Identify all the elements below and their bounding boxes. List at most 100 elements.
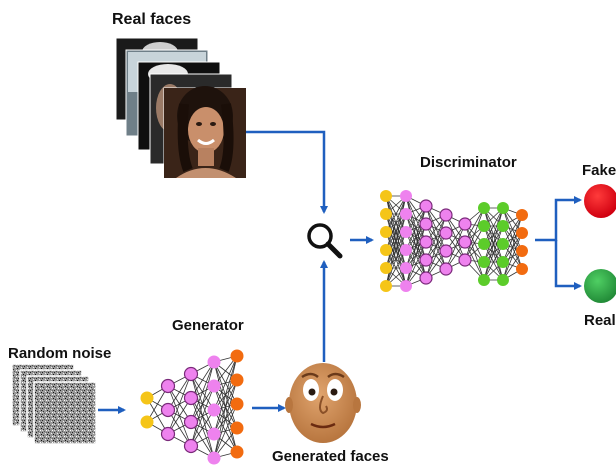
network-node	[380, 262, 392, 274]
network-edge	[213, 355, 238, 411]
network-edge	[425, 214, 447, 261]
network-node	[183, 390, 199, 406]
magnifier-icon	[307, 223, 343, 259]
network-edge	[483, 225, 504, 281]
network-node	[516, 245, 528, 257]
network-edge	[483, 243, 504, 281]
network-edge	[405, 205, 427, 269]
network-edge	[483, 207, 504, 281]
network-edge	[405, 241, 427, 287]
network-edge	[405, 223, 427, 287]
real-label: Real	[584, 312, 616, 329]
network-node	[419, 235, 433, 249]
network-node	[516, 227, 528, 239]
network-node	[419, 271, 433, 285]
network-edge	[385, 195, 407, 233]
fake-label: Fake	[582, 162, 616, 179]
network-node	[400, 280, 412, 292]
network-node	[207, 355, 221, 369]
network-edge	[425, 232, 447, 279]
network-node	[380, 280, 392, 292]
network-edge	[190, 385, 215, 447]
network-edge	[167, 373, 192, 435]
network-node	[400, 208, 412, 220]
network-node	[497, 274, 509, 286]
network-node	[478, 202, 490, 214]
network-node	[497, 220, 509, 232]
network-edge	[502, 214, 523, 281]
network-edge	[190, 361, 215, 423]
arrow-to-fake	[535, 196, 582, 242]
network-node	[458, 217, 472, 231]
network-node	[400, 226, 412, 238]
network-node	[160, 378, 176, 394]
network-node	[230, 397, 244, 411]
network-node	[516, 209, 528, 221]
network-node	[497, 238, 509, 250]
network-node	[400, 262, 412, 274]
generator-label: Generator	[172, 317, 244, 334]
generated-faces-label: Generated faces	[272, 448, 389, 465]
real-faces-label: Real faces	[112, 11, 192, 28]
network-edge	[483, 207, 504, 263]
network-node	[439, 244, 453, 258]
network-node	[516, 263, 528, 275]
network-node	[140, 391, 154, 405]
network-node	[183, 366, 199, 382]
network-node	[380, 208, 392, 220]
neural-network-discriminator	[380, 190, 528, 292]
network-node	[419, 199, 433, 213]
network-node	[230, 349, 244, 363]
generated-face-icon	[285, 363, 361, 443]
network-edge	[190, 361, 215, 447]
network-node	[380, 244, 392, 256]
network-node	[230, 421, 244, 435]
arrow-to-real	[554, 240, 582, 290]
noise-image-stack	[11, 363, 97, 445]
network-node	[478, 256, 490, 268]
network-edge	[213, 403, 238, 459]
network-node	[497, 202, 509, 214]
discriminator-label: Discriminator	[420, 154, 517, 171]
network-edge	[167, 397, 192, 435]
network-node	[207, 379, 221, 393]
network-edge	[483, 207, 504, 245]
network-edge	[464, 207, 485, 261]
network-edge	[405, 205, 427, 251]
real-face-photo-stack	[115, 37, 247, 179]
network-edge	[385, 249, 407, 287]
network-node	[458, 253, 472, 267]
network-node	[478, 220, 490, 232]
network-edge	[213, 355, 238, 435]
network-node	[230, 445, 244, 459]
random-noise-label: Random noise	[8, 345, 112, 362]
network-edge	[213, 379, 238, 459]
network-node	[458, 235, 472, 249]
network-node	[140, 415, 154, 429]
network-node	[478, 274, 490, 286]
network-edge	[385, 231, 407, 287]
network-node	[380, 226, 392, 238]
network-edge	[502, 232, 523, 281]
network-node	[160, 426, 176, 442]
network-edge	[167, 373, 192, 411]
real-indicator	[584, 269, 616, 303]
network-edge	[385, 195, 407, 251]
network-node	[497, 256, 509, 268]
network-node	[419, 253, 433, 267]
network-node	[230, 373, 244, 387]
network-node	[439, 262, 453, 276]
network-edge	[190, 361, 215, 399]
network-node	[439, 208, 453, 222]
arrow-real-to-discriminator	[246, 130, 328, 214]
network-node	[183, 438, 199, 454]
network-node	[380, 190, 392, 202]
network-node	[207, 451, 221, 465]
network-node	[478, 238, 490, 250]
network-node	[400, 244, 412, 256]
network-node	[207, 403, 221, 417]
network-node	[439, 226, 453, 240]
network-edge	[385, 213, 407, 287]
